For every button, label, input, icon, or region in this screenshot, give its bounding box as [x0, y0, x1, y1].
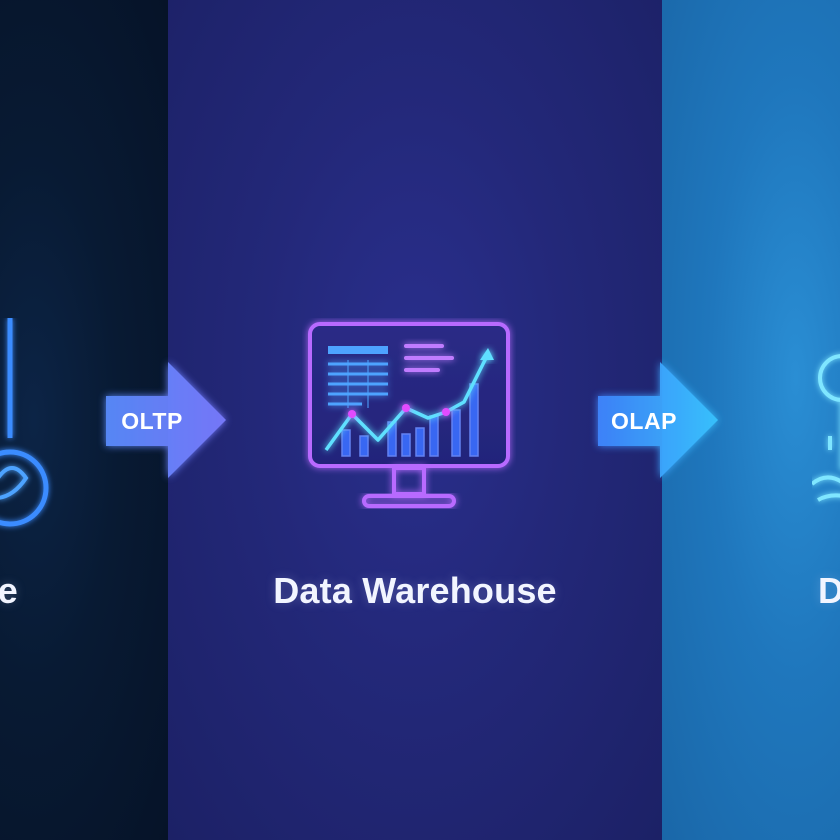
lightbulb-icon: [810, 340, 840, 520]
database-icon: [0, 318, 60, 538]
oltp-arrow: OLTP: [106, 362, 228, 480]
source-label: e: [0, 570, 18, 611]
olap-label: OLAP: [611, 408, 677, 434]
destination-label: D: [818, 570, 840, 611]
warehouse-panel: Data Warehouse: [168, 0, 662, 840]
oltp-label: OLTP: [121, 408, 183, 434]
analytics-monitor-icon: [302, 318, 516, 518]
olap-arrow: OLAP: [598, 362, 720, 480]
warehouse-label: Data Warehouse: [273, 570, 557, 611]
